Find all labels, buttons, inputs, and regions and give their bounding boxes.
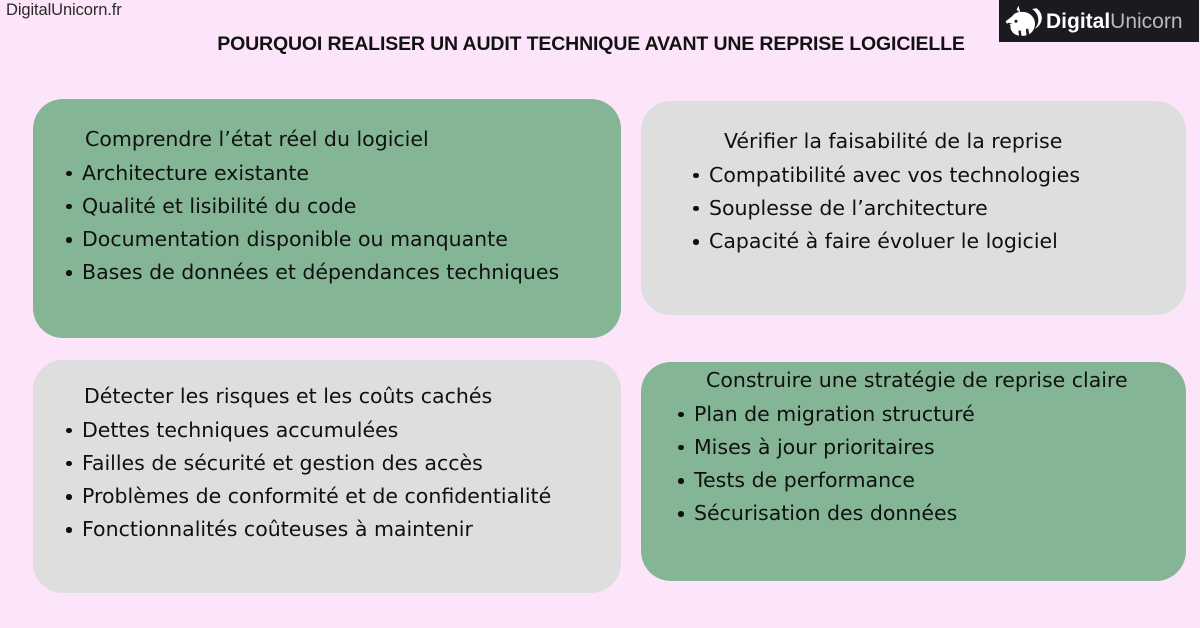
list-item: Compatibilité avec vos technologies [687, 159, 1186, 192]
card-bullet-list: Architecture existante Qualité et lisibi… [60, 157, 621, 290]
logo-text-unicorn: Unicorn [1110, 9, 1183, 33]
card-detecter-risques: Détecter les risques et les coûts cachés… [33, 360, 621, 593]
list-item: Dettes techniques accumulées [60, 414, 621, 447]
list-item: Fonctionnalités coûteuses à maintenir [60, 513, 621, 546]
card-heading: Détecter les risques et les coûts cachés [84, 384, 493, 408]
card-heading: Construire une stratégie de reprise clai… [706, 368, 1128, 392]
unicorn-head-icon [1005, 5, 1042, 36]
logo-wordmark: DigitalUnicorn [1046, 11, 1183, 32]
card-bullet-list: Dettes techniques accumulées Failles de … [60, 414, 621, 547]
list-item: Qualité et lisibilité du code [60, 190, 621, 223]
brand-logo: DigitalUnicorn [999, 0, 1199, 42]
logo-text-digital: Digital [1046, 9, 1111, 33]
list-item: Capacité à faire évoluer le logiciel [687, 225, 1186, 258]
list-item: Bases de données et dépendances techniqu… [60, 256, 621, 289]
card-heading: Comprendre l’état réel du logiciel [85, 127, 429, 151]
list-item: Souplesse de l’architecture [687, 192, 1186, 225]
list-item: Tests de performance [672, 464, 1186, 497]
site-name: DigitalUnicorn.fr [6, 1, 122, 19]
list-item: Mises à jour prioritaires [672, 431, 1186, 464]
card-bullet-list: Plan de migration structuré Mises à jour… [672, 398, 1186, 531]
page-title: POURQUOI REALISER UN AUDIT TECHNIQUE AVA… [217, 33, 965, 55]
card-comprendre-etat-reel: Comprendre l’état réel du logiciel Archi… [33, 99, 621, 338]
list-item: Sécurisation des données [672, 497, 1186, 530]
card-construire-strategie: Construire une stratégie de reprise clai… [641, 362, 1186, 581]
list-item: Problèmes de conformité et de confidenti… [60, 480, 621, 513]
list-item: Failles de sécurité et gestion des accès [60, 447, 621, 480]
card-verifier-faisabilite: Vérifier la faisabilité de la reprise Co… [641, 101, 1186, 315]
list-item: Architecture existante [60, 157, 621, 190]
list-item: Plan de migration structuré [672, 398, 1186, 431]
list-item: Documentation disponible ou manquante [60, 223, 621, 256]
card-heading: Vérifier la faisabilité de la reprise [724, 129, 1063, 153]
card-bullet-list: Compatibilité avec vos technologies Soup… [687, 159, 1186, 259]
